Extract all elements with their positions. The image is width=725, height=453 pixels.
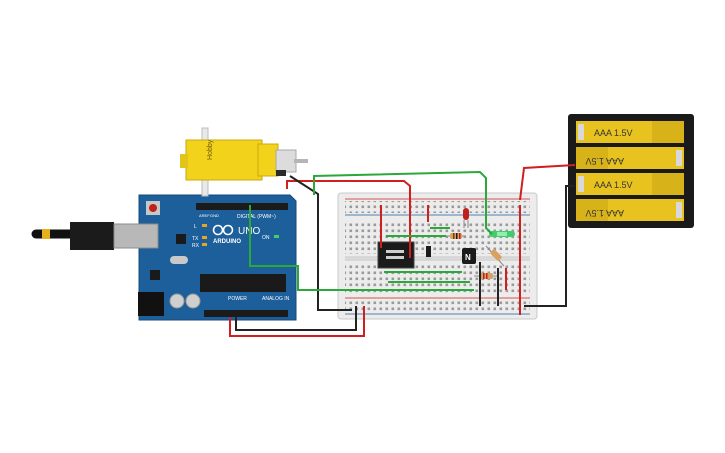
wire-black-battery[interactable] [524,185,575,307]
gnd-label: GND [210,213,219,218]
on-led [274,235,279,238]
resistor-1[interactable] [446,233,466,239]
motor-label: Hobby [207,139,214,160]
hobby-gear-motor[interactable]: Hobby [180,127,308,197]
digital-header[interactable] [196,203,288,210]
battery-pack[interactable]: AAA 1.5V AAA 1.5V AAA 1.5V AAA 1.5V [568,114,694,228]
power-analog-header[interactable] [204,310,288,317]
rx-led-label: RX [192,243,200,249]
usb-chip [176,234,186,244]
wire-red-motor-relay[interactable] [286,180,411,258]
analog-header-label: ANALOG IN [262,296,290,302]
crystal [170,256,188,264]
l-led [202,224,207,227]
led-green[interactable] [489,231,515,237]
wire-green-signal[interactable] [249,205,474,291]
battery-cell-3: AAA 1.5V [576,173,684,195]
battery-cell-label-1: AAA 1.5V [594,128,633,138]
battery-cell-4: AAA 1.5V [576,199,684,221]
capacitor-2 [185,293,201,309]
battery-cell-label-2: AAA 1.5V [585,156,624,166]
power-header-label: POWER [228,296,247,302]
regulator [150,270,160,280]
rx-led [202,243,207,246]
wire-black-motor[interactable] [289,175,352,311]
digital-header-label: DIGITAL (PWM~) [237,214,276,220]
breadboard[interactable] [337,192,538,320]
wire-green-motor[interactable] [313,170,493,235]
relay[interactable] [377,241,415,269]
wire-red-battery[interactable] [519,164,576,201]
transistor-npn[interactable]: N [462,248,476,264]
battery-cell-label-4: AAA 1.5V [585,208,624,218]
wire-red-5v[interactable] [229,306,365,337]
usb-connector-icon[interactable] [31,222,159,250]
reset-button-icon[interactable] [146,201,160,215]
power-jack[interactable] [138,292,164,316]
arduino-uno-board[interactable]: ARDUINO UNO ON DIGITAL (PWM~) POWER ANAL… [138,194,297,321]
battery-cell-1: AAA 1.5V [576,121,684,143]
arduino-infinity-logo-icon [212,224,234,236]
tx-led-label: TX [192,236,199,242]
resistor-3[interactable] [474,273,498,279]
diode[interactable] [426,246,431,260]
arduino-brand-text: ARDUINO [213,239,241,245]
resistor-2[interactable] [485,245,505,267]
on-led-label: ON [262,235,270,241]
battery-cell-2: AAA 1.5V [576,147,684,169]
transistor-label: N [465,253,471,262]
aref-label: AREF [199,213,210,218]
capacitor-1 [169,293,185,309]
tx-led [202,236,207,239]
wire-black-gnd[interactable] [235,306,357,331]
l-led-label: L [194,224,197,230]
atmega-chip [200,274,286,292]
led-red[interactable] [463,208,469,228]
battery-cell-label-3: AAA 1.5V [594,180,633,190]
